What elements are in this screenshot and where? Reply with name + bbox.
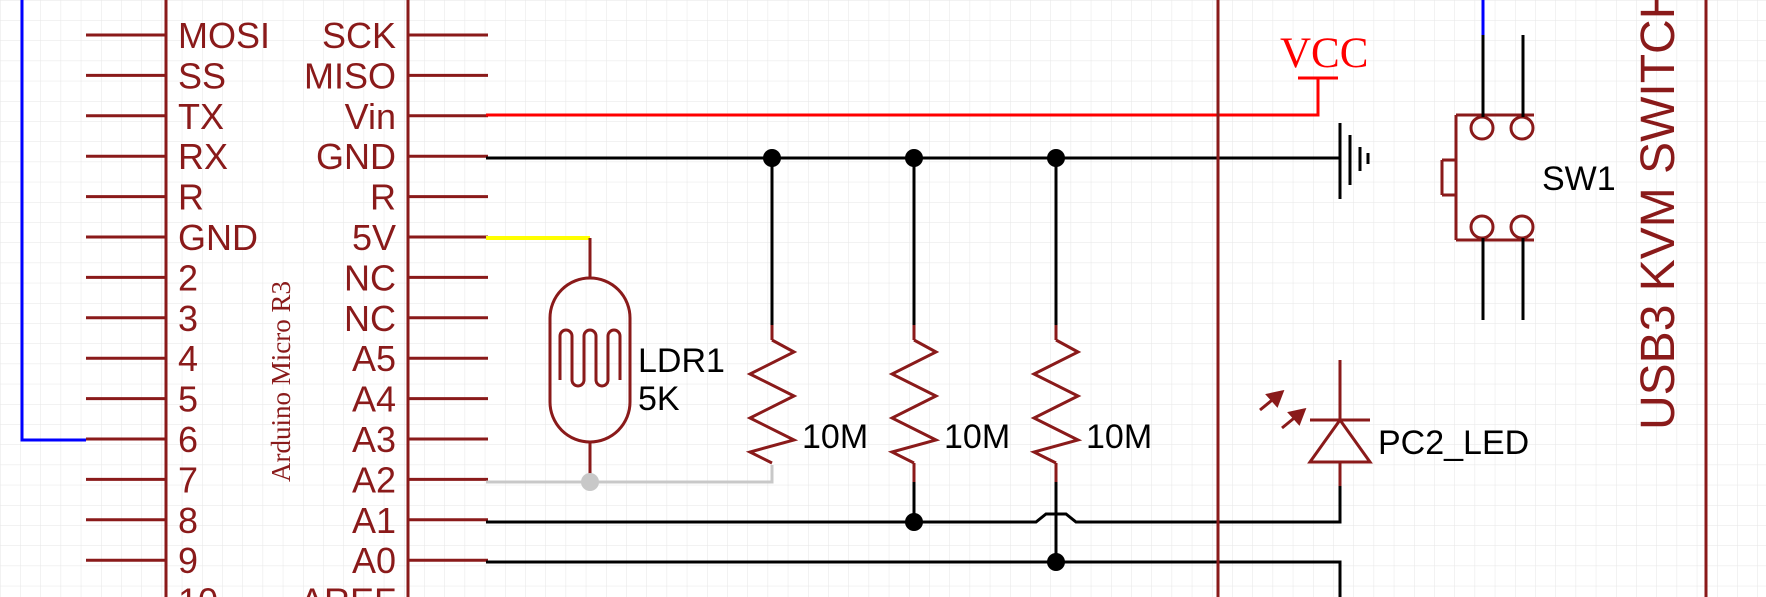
- kvm-switch-label: USB3 KVM SWITCH: [1632, 0, 1685, 430]
- arduino-left-pin-label: 5: [178, 379, 198, 420]
- arduino-right-pin-label: A0: [352, 540, 396, 581]
- arduino-right-pin-label: A5: [352, 338, 396, 379]
- led-light-arrows-icon: [1259, 389, 1307, 430]
- arduino-right-pin-label: A2: [352, 459, 396, 500]
- arduino-right-pin-label: MISO: [304, 55, 396, 96]
- arduino-left-pin-label: SS: [178, 55, 226, 96]
- a1-wire[interactable]: [486, 486, 1342, 524]
- sw1-pushbutton[interactable]: [1440, 113, 1535, 242]
- resistor-1-value: 10M: [802, 418, 868, 456]
- arduino-right-pins: SCKMISOVinGNDR5VNCNCA5A4A3A2A1A0AREF: [300, 15, 488, 597]
- vcc-wire[interactable]: [486, 78, 1320, 117]
- resistor-1[interactable]: [745, 158, 799, 465]
- arduino-left-pin-label: RX: [178, 136, 228, 177]
- resistor-2-value: 10M: [944, 418, 1010, 456]
- arduino-right-pin-label: Vin: [345, 96, 396, 137]
- ldr1-photoresistor[interactable]: [548, 276, 632, 482]
- arduino-right-pin-label: A3: [352, 419, 396, 460]
- arduino-right-pin-label: SCK: [322, 15, 396, 56]
- a0-wire[interactable]: [486, 560, 1342, 597]
- pc2-led[interactable]: [1307, 360, 1373, 486]
- arduino-left-pin-label: 2: [178, 257, 198, 298]
- junction-dot-a2: [581, 473, 599, 491]
- arduino-left-pin-label: MOSI: [178, 15, 270, 56]
- arduino-left-pin-label: 3: [178, 298, 198, 339]
- arduino-right-pin-label: AREF: [300, 581, 396, 597]
- arduino-left-pin-label: 9: [178, 540, 198, 581]
- ldr1-value-label: 5K: [638, 380, 680, 418]
- arduino-left-pin-label: 4: [178, 338, 198, 379]
- arduino-right-pin-label: GND: [316, 136, 396, 177]
- ground-icon: [1338, 123, 1370, 199]
- junction-dot-a0: [1047, 553, 1065, 571]
- ldr1-ref-label: LDR1: [638, 342, 725, 380]
- arduino-left-pin-label: 8: [178, 500, 198, 541]
- arduino-left-pin-label: 7: [178, 459, 198, 500]
- arduino-right-pin-label: NC: [344, 257, 396, 298]
- arduino-micro-r3[interactable]: MOSISSTXRXRGND2345678910 SCKMISOVinGNDR5…: [86, 0, 488, 597]
- arduino-right-pin-label: R: [370, 177, 396, 218]
- resistor-3[interactable]: [1029, 158, 1083, 562]
- arduino-left-pin-label: TX: [178, 96, 224, 137]
- junction-dot-a1: [905, 513, 923, 531]
- arduino-right-pin-label: A1: [352, 500, 396, 541]
- pc2-led-ref-label: PC2_LED: [1378, 424, 1529, 462]
- vcc-label: VCC: [1280, 30, 1368, 77]
- arduino-left-pins: MOSISSTXRXRGND2345678910: [86, 15, 270, 597]
- arduino-right-pin-label: A4: [352, 379, 396, 420]
- arduino-name-label: Arduino Micro R3: [266, 281, 296, 482]
- resistor-3-value: 10M: [1086, 418, 1152, 456]
- sw1-ref-label: SW1: [1542, 160, 1616, 198]
- arduino-right-pin-label: 5V: [352, 217, 396, 258]
- arduino-right-pin-label: NC: [344, 298, 396, 339]
- blue-wire[interactable]: [20, 0, 86, 442]
- arduino-left-pin-label: GND: [178, 217, 258, 258]
- arduino-left-pin-label: R: [178, 177, 204, 218]
- arduino-left-pin-label: 10: [178, 581, 218, 597]
- arduino-left-pin-label: 6: [178, 419, 198, 460]
